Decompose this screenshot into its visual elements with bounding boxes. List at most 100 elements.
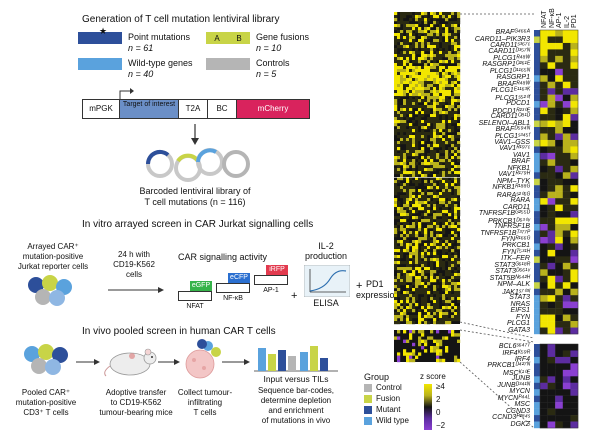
left-heatmap-cell <box>448 198 452 202</box>
zoom-heatmap-cell <box>562 107 571 115</box>
left-heatmap-cell <box>394 99 398 103</box>
left-heatmap-cell <box>430 222 434 226</box>
left-heatmap-cell <box>448 246 452 250</box>
left-heatmap-cell <box>397 189 401 193</box>
group-color-cell <box>534 185 540 192</box>
left-heatmap-cell <box>442 69 446 73</box>
left-heatmap-cell <box>433 66 437 70</box>
plasmid-library <box>145 148 250 182</box>
left-heatmap-cell <box>433 105 437 109</box>
left-heatmap-cell <box>457 213 461 217</box>
group-color-cell <box>534 55 540 63</box>
left-heatmap-cell <box>445 294 449 298</box>
left-heatmap-cell <box>427 246 431 250</box>
left-heatmap-cell <box>433 63 437 67</box>
left-heatmap-cell <box>406 153 410 157</box>
left-heatmap-cell <box>445 279 449 283</box>
left-heatmap-cell <box>406 60 410 64</box>
left-heatmap-cell <box>412 129 416 133</box>
left-heatmap-cell <box>436 81 440 85</box>
left-heatmap-cell <box>403 93 407 97</box>
left-heatmap-cell <box>445 72 449 76</box>
left-heatmap-cell <box>433 309 437 313</box>
left-heatmap-bottom-cell <box>418 336 422 340</box>
left-heatmap-cell <box>412 135 416 139</box>
left-heatmap-cell <box>400 240 404 244</box>
group-color-cell <box>534 350 540 358</box>
left-heatmap-cell <box>394 192 398 196</box>
left-heatmap-cell <box>406 75 410 79</box>
zoom-heatmap-bottom-cell <box>555 344 563 351</box>
left-heatmap-cell <box>412 51 416 55</box>
left-heatmap-cell <box>397 165 401 169</box>
left-heatmap-cell <box>421 165 425 169</box>
left-heatmap-cell <box>394 105 398 109</box>
left-heatmap-cell <box>439 84 443 88</box>
left-heatmap-cell <box>415 216 419 220</box>
left-heatmap-cell <box>415 15 419 19</box>
left-heatmap-cell <box>409 201 413 205</box>
left-heatmap-cell <box>427 120 431 124</box>
left-heatmap-cell <box>424 255 428 259</box>
zoom-heatmap-cell <box>547 30 556 37</box>
zoom-heatmap-cell <box>570 146 579 154</box>
left-heatmap-cell <box>394 96 398 100</box>
left-heatmap-cell <box>439 186 443 190</box>
left-heatmap-cell <box>394 315 398 319</box>
left-heatmap-cell <box>412 261 416 265</box>
left-heatmap-cell <box>409 318 413 322</box>
zoom-heatmap-cell <box>562 275 571 283</box>
left-heatmap-cell <box>448 294 452 298</box>
left-heatmap-cell <box>439 66 443 70</box>
left-heatmap-cell <box>412 150 416 154</box>
car-signalling-title: CAR signalling activity <box>178 252 268 262</box>
zoom-heatmap-cell <box>547 211 556 218</box>
left-heatmap-cell <box>403 174 407 178</box>
left-heatmap-cell <box>403 45 407 49</box>
left-heatmap-cell <box>439 258 443 262</box>
group-color-cell <box>534 217 540 225</box>
left-heatmap-cell <box>397 81 401 85</box>
left-heatmap-cell <box>442 216 446 220</box>
left-heatmap-cell <box>418 42 422 46</box>
point-mutations-label: Point mutations <box>128 32 191 42</box>
left-heatmap-cell <box>397 204 401 208</box>
left-heatmap-cell <box>406 165 410 169</box>
left-heatmap-cell <box>394 81 398 85</box>
left-heatmap-cell <box>424 78 428 82</box>
left-heatmap-cell <box>412 267 416 271</box>
left-heatmap-cell <box>442 75 446 79</box>
left-heatmap-cell <box>442 159 446 163</box>
left-heatmap-cell <box>421 147 425 151</box>
zoom-heatmap-cell <box>540 133 548 141</box>
left-heatmap-cell <box>403 12 407 16</box>
zoom-heatmap-bottom-cell <box>570 344 579 351</box>
left-heatmap-cell <box>424 246 428 250</box>
left-heatmap-bottom-cell <box>445 349 449 353</box>
group-color-cell <box>534 178 540 186</box>
left-heatmap-cell <box>430 96 434 100</box>
left-heatmap-cell <box>394 258 398 262</box>
left-heatmap-cell <box>436 63 440 67</box>
left-heatmap-cell <box>409 102 413 106</box>
zoom-heatmap-bottom-cell <box>540 389 548 396</box>
left-heatmap-cell <box>397 279 401 283</box>
lentiviral-construct: mPGK Target of interest T2A BC mCherry <box>82 99 310 119</box>
zoom-heatmap-cell <box>570 152 579 160</box>
left-heatmap-bottom-cell <box>442 336 446 340</box>
left-heatmap-cell <box>451 201 455 205</box>
left-heatmap-cell <box>394 39 398 43</box>
zoom-heatmap-cell <box>570 308 579 315</box>
pooled-cell-fusion <box>38 344 54 360</box>
gene-label: FYNᵀ⁵³¹ᴴ <box>502 248 530 256</box>
left-heatmap-cell <box>409 192 413 196</box>
left-heatmap-cell <box>400 210 404 214</box>
zoom-heatmap-cell <box>555 75 563 82</box>
left-heatmap-cell <box>424 231 428 235</box>
step1-line2: mutation-positive <box>15 398 77 407</box>
zoom-heatmap-cell <box>540 269 548 276</box>
gene-label: CCND3ᴾ²⁸⁴ˢ <box>492 414 530 422</box>
left-heatmap-cell <box>454 72 458 76</box>
left-heatmap-cell <box>448 102 452 106</box>
